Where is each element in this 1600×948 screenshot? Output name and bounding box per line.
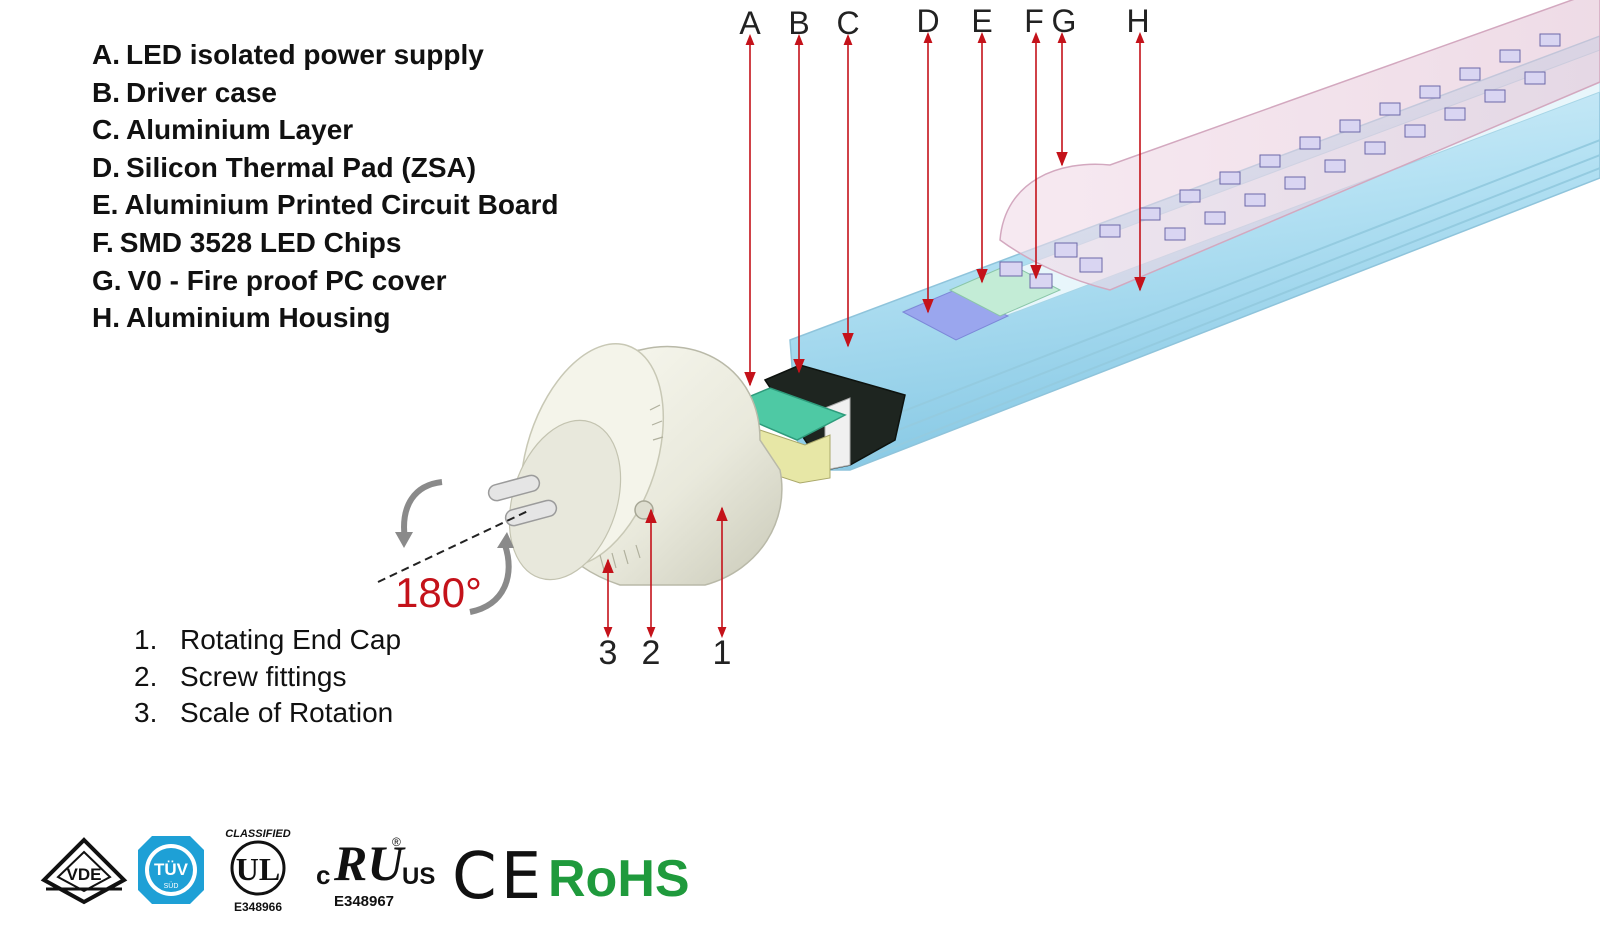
rotation-arrow-head-upper xyxy=(395,532,413,548)
endcap-legend-num: 2. xyxy=(134,660,158,692)
ul-recognized-number: E348967 xyxy=(334,893,394,910)
callout-lines-top xyxy=(744,31,1146,387)
legend-code: E. xyxy=(92,189,119,221)
legend-text: SMD 3528 LED Chips xyxy=(119,226,402,258)
vde-logo: VDE xyxy=(40,837,128,905)
legend-code: B. xyxy=(92,76,120,108)
ul-classified-logo: CLASSIFIED UL E348966 xyxy=(225,828,290,914)
end-cap-legend: 1. Rotating End Cap 2. Screw fittings 3. Sc… xyxy=(134,622,401,732)
legend-item-g: G.V0 - Fire proof PC cover xyxy=(92,262,559,300)
callout-d: D xyxy=(916,3,939,39)
ul-recognized-reg: ® xyxy=(392,835,401,849)
ul-recognized-us: US xyxy=(402,863,435,890)
endcap-legend-item-1: 1. Rotating End Cap xyxy=(134,622,401,659)
legend-code: D. xyxy=(92,151,120,183)
legend-item-e: E.Aluminium Printed Circuit Board xyxy=(92,186,559,224)
endcap-legend-item-2: 2. Screw fittings xyxy=(134,659,401,696)
callouts-bottom: 3 2 1 xyxy=(599,634,732,672)
endcap-legend-num: 3. xyxy=(134,697,158,728)
ul-classified-number: E348966 xyxy=(234,900,282,914)
legend-text: LED isolated power supply xyxy=(126,39,484,70)
callout-2: 2 xyxy=(642,634,661,672)
rohs-mark: RoHS xyxy=(548,850,690,908)
ul-recognized-logo: c RU ® US E348967 xyxy=(316,835,435,910)
endcap-legend-item-3: 3. Scale of Rotation xyxy=(134,695,401,732)
housing-rib xyxy=(854,139,1600,431)
legend-code: C. xyxy=(92,114,120,146)
legend-item-h: H.Aluminium Housing xyxy=(92,299,559,337)
ce-mark: CE xyxy=(452,840,545,914)
callout-e: E xyxy=(971,3,992,39)
tuv-mark: TÜV xyxy=(154,860,189,879)
endcap-legend-text: Rotating End Cap xyxy=(180,624,402,655)
legend-code: G. xyxy=(92,264,122,296)
callout-f: F xyxy=(1024,3,1044,39)
legend-code: H. xyxy=(92,302,120,334)
rotation-angle-label: 180° xyxy=(395,569,482,616)
ul-recognized-c: c xyxy=(316,860,330,890)
led-chips xyxy=(999,33,1561,289)
rotation-axis xyxy=(377,509,531,583)
endcap-legend-text: Scale of Rotation xyxy=(180,697,394,728)
callout-lines-bottom xyxy=(602,506,728,639)
callout-3: 3 xyxy=(599,634,618,672)
vde-mark: VDE xyxy=(67,865,102,884)
tuv-logo: TÜV SÜD xyxy=(138,836,204,904)
callout-h: H xyxy=(1126,3,1149,39)
callouts-top: A B C D E F G H xyxy=(739,3,1149,41)
endcap-legend-num: 1. xyxy=(134,624,158,655)
legend-text: Silicon Thermal Pad (ZSA) xyxy=(126,151,477,183)
legend-item-f: F.SMD 3528 LED Chips xyxy=(92,224,559,262)
callout-a: A xyxy=(739,5,761,41)
legend-code: F. xyxy=(92,226,114,258)
end-cap-pins xyxy=(487,474,558,527)
legend-item-a: A.LED isolated power supply xyxy=(92,36,559,74)
legend-text: Driver case xyxy=(126,76,278,108)
legend-item-c: C.Aluminium Layer xyxy=(92,111,559,149)
legend-text: Aluminium Layer xyxy=(126,114,354,146)
legend-text: Aluminium Printed Circuit Board xyxy=(124,189,559,221)
housing-rib xyxy=(859,154,1600,446)
led-tube-illustration xyxy=(377,0,1600,615)
legend-item-b: B.Driver case xyxy=(92,74,559,112)
callout-c: C xyxy=(836,5,859,41)
rotation-arrow-head-lower xyxy=(497,532,514,548)
rotation-arrow-upper-icon xyxy=(401,479,443,541)
ul-classified-mark: UL xyxy=(236,851,280,887)
ul-recognized-mark: RU xyxy=(333,835,406,891)
certification-logos: VDE TÜV SÜD CLASSIFIED UL E348966 c RU ®… xyxy=(40,828,690,914)
parts-legend: A.LED isolated power supply B.Driver cas… xyxy=(92,36,559,337)
callout-g: G xyxy=(1052,3,1077,39)
callout-b: B xyxy=(788,5,809,41)
callout-1: 1 xyxy=(713,634,732,672)
rotation-arrow-lower-icon xyxy=(469,544,512,615)
ul-classified-arc: CLASSIFIED xyxy=(225,828,290,840)
legend-code: A. xyxy=(92,39,120,70)
tuv-sub: SÜD xyxy=(164,882,179,890)
legend-text: V0 - Fire proof PC cover xyxy=(127,264,447,296)
legend-item-d: D.Silicon Thermal Pad (ZSA) xyxy=(92,149,559,187)
housing-rib xyxy=(865,167,1600,459)
endcap-legend-text: Screw fittings xyxy=(180,660,347,692)
legend-text: Aluminium Housing xyxy=(126,302,391,334)
